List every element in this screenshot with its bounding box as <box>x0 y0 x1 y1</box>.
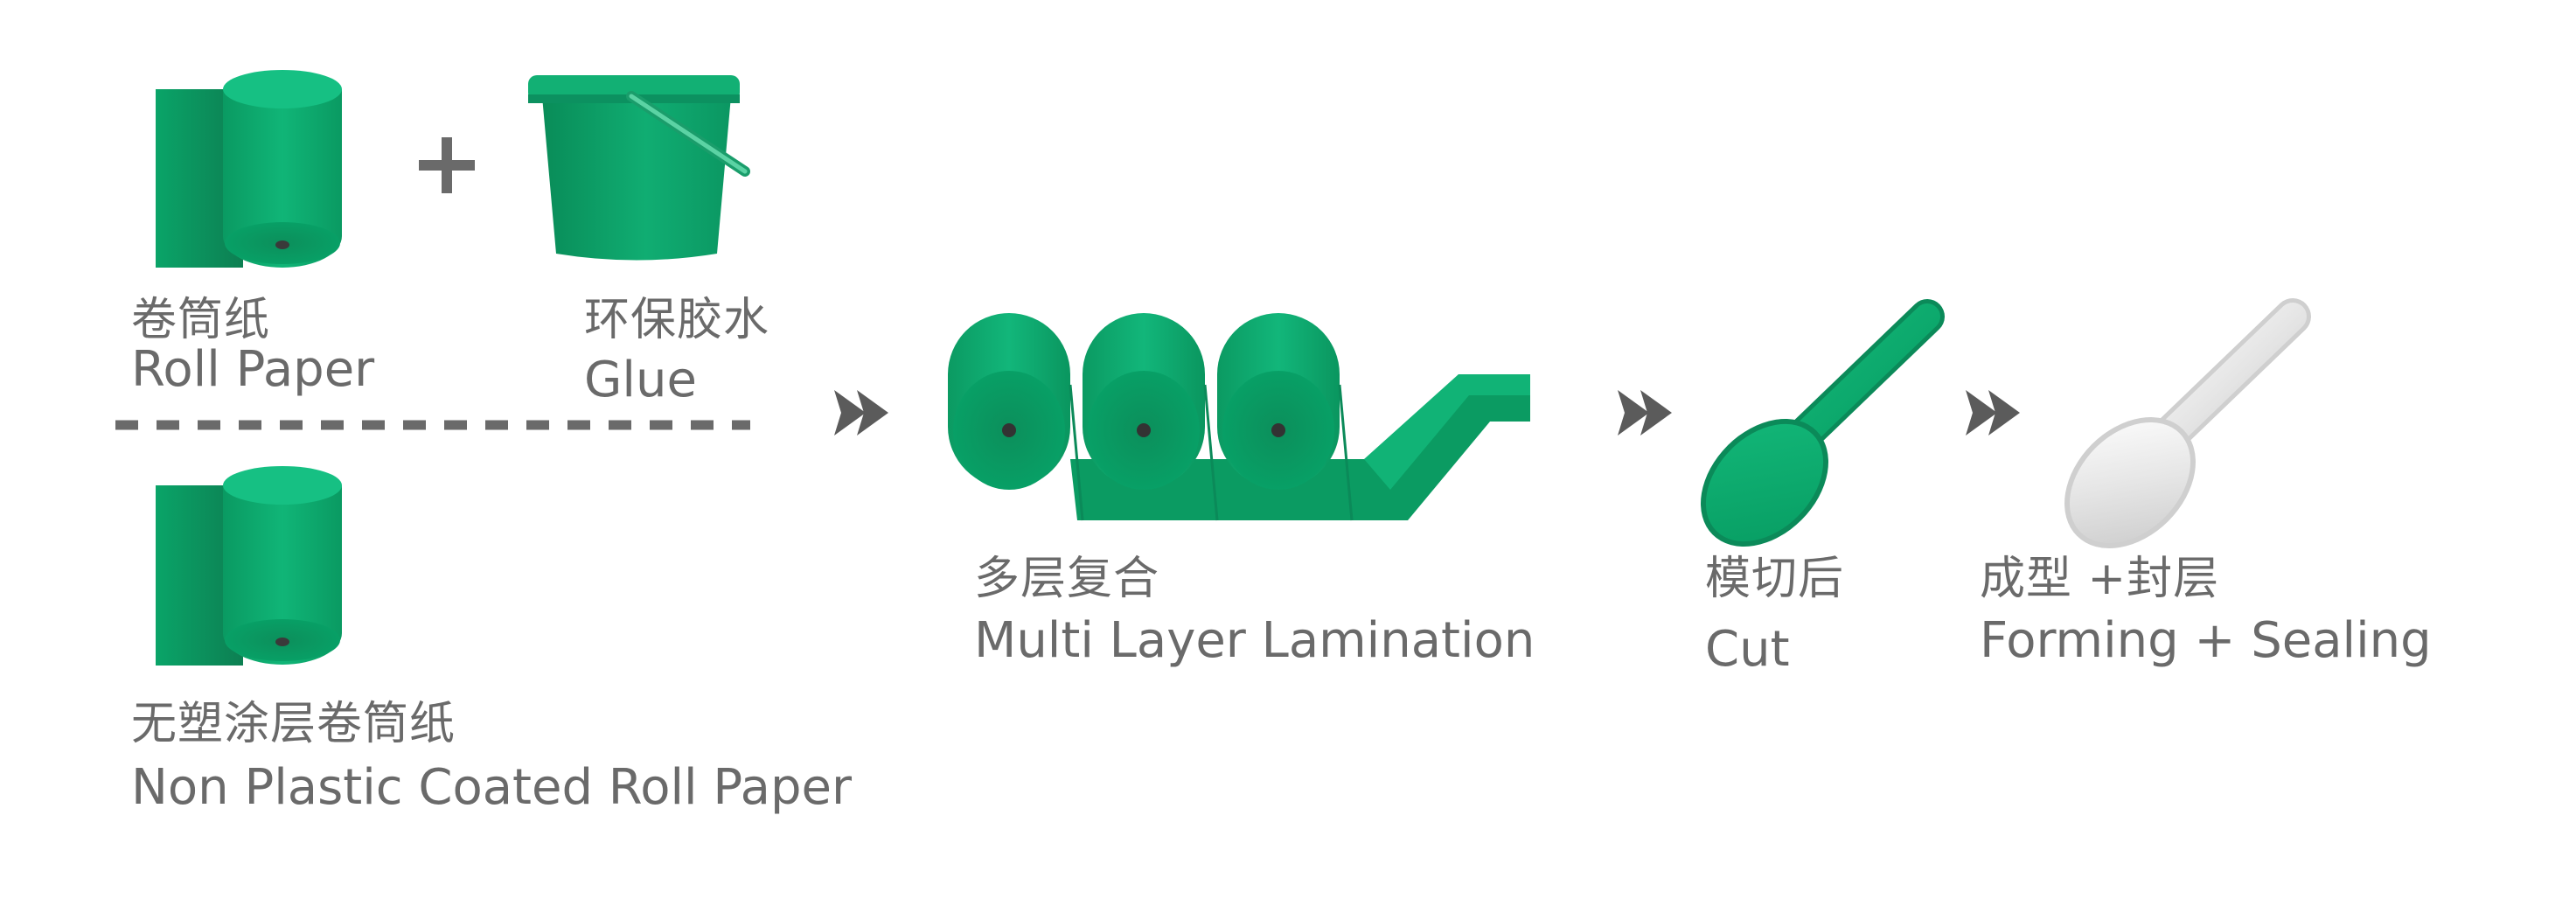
forming-label-en: Forming + Sealing <box>1980 612 2432 669</box>
roll-paper-icon <box>156 70 342 268</box>
double-chevron-arrow-icon <box>1618 390 1672 436</box>
non-plastic-label-en: Non Plastic Coated Roll Paper <box>131 759 852 816</box>
lamination-label-en: Multi Layer Lamination <box>974 612 1535 669</box>
double-chevron-arrow-icon <box>1966 390 2020 436</box>
silver-spoon-icon <box>2064 298 2311 548</box>
green-spoon-icon <box>1701 299 1945 547</box>
roll-paper-label-en: Roll Paper <box>131 341 375 398</box>
glue-bucket-icon <box>528 75 750 261</box>
cut-label-zh: 模切后 <box>1705 553 1845 605</box>
double-chevron-arrow-icon <box>834 390 888 436</box>
glue-label-en: Glue <box>584 352 697 408</box>
roll-paper-label-zh: 卷筒纸 <box>131 294 271 346</box>
cut-label-en: Cut <box>1705 621 1790 678</box>
non-plastic-label-zh: 无塑涂层卷筒纸 <box>131 698 456 750</box>
plus-icon <box>419 137 475 193</box>
non-plastic-roll-paper-icon <box>156 466 342 666</box>
forming-label-zh: 成型 +封层 <box>1980 553 2220 605</box>
glue-label-zh: 环保胶水 <box>584 294 770 346</box>
lamination-label-zh: 多层复合 <box>974 553 1160 605</box>
lamination-rollers-icon <box>948 313 1530 521</box>
